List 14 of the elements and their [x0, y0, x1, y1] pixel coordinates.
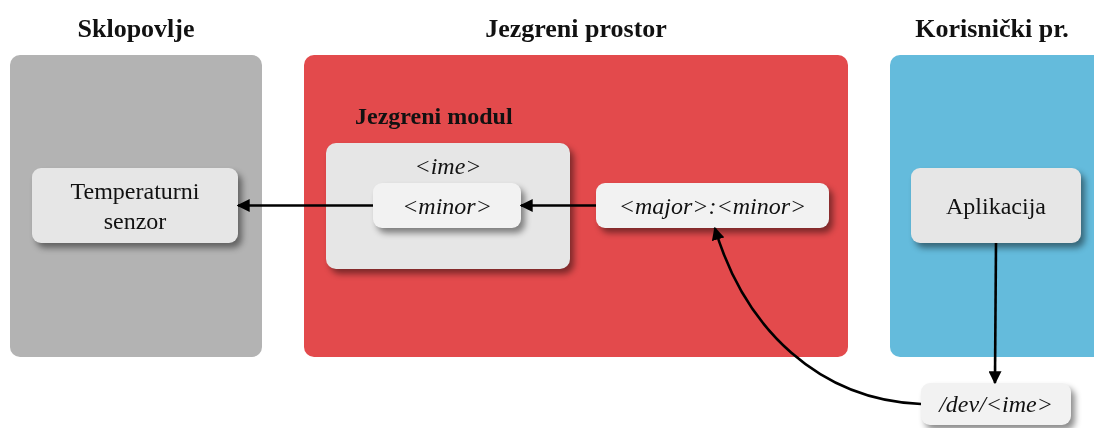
- panel-heading: Jezgreni prostor: [484, 14, 668, 44]
- panel-heading: Sklopovlje: [76, 14, 196, 44]
- sensor-box: Temperaturni senzor: [32, 168, 238, 243]
- arrow: [236, 199, 373, 212]
- device-file-box: /dev/<ime>: [921, 383, 1071, 425]
- arrow: [988, 243, 1002, 385]
- module-name: <ime>: [413, 152, 483, 181]
- device-number-box: <major>:<minor>: [596, 183, 829, 228]
- minor-box: <minor>: [373, 183, 521, 228]
- arrow: [712, 226, 922, 406]
- application-box: Aplikacija: [911, 168, 1081, 243]
- panel-heading: Korisnički pr.: [914, 14, 1070, 44]
- arrow: [519, 199, 596, 212]
- module-heading: Jezgreni modul: [355, 102, 513, 131]
